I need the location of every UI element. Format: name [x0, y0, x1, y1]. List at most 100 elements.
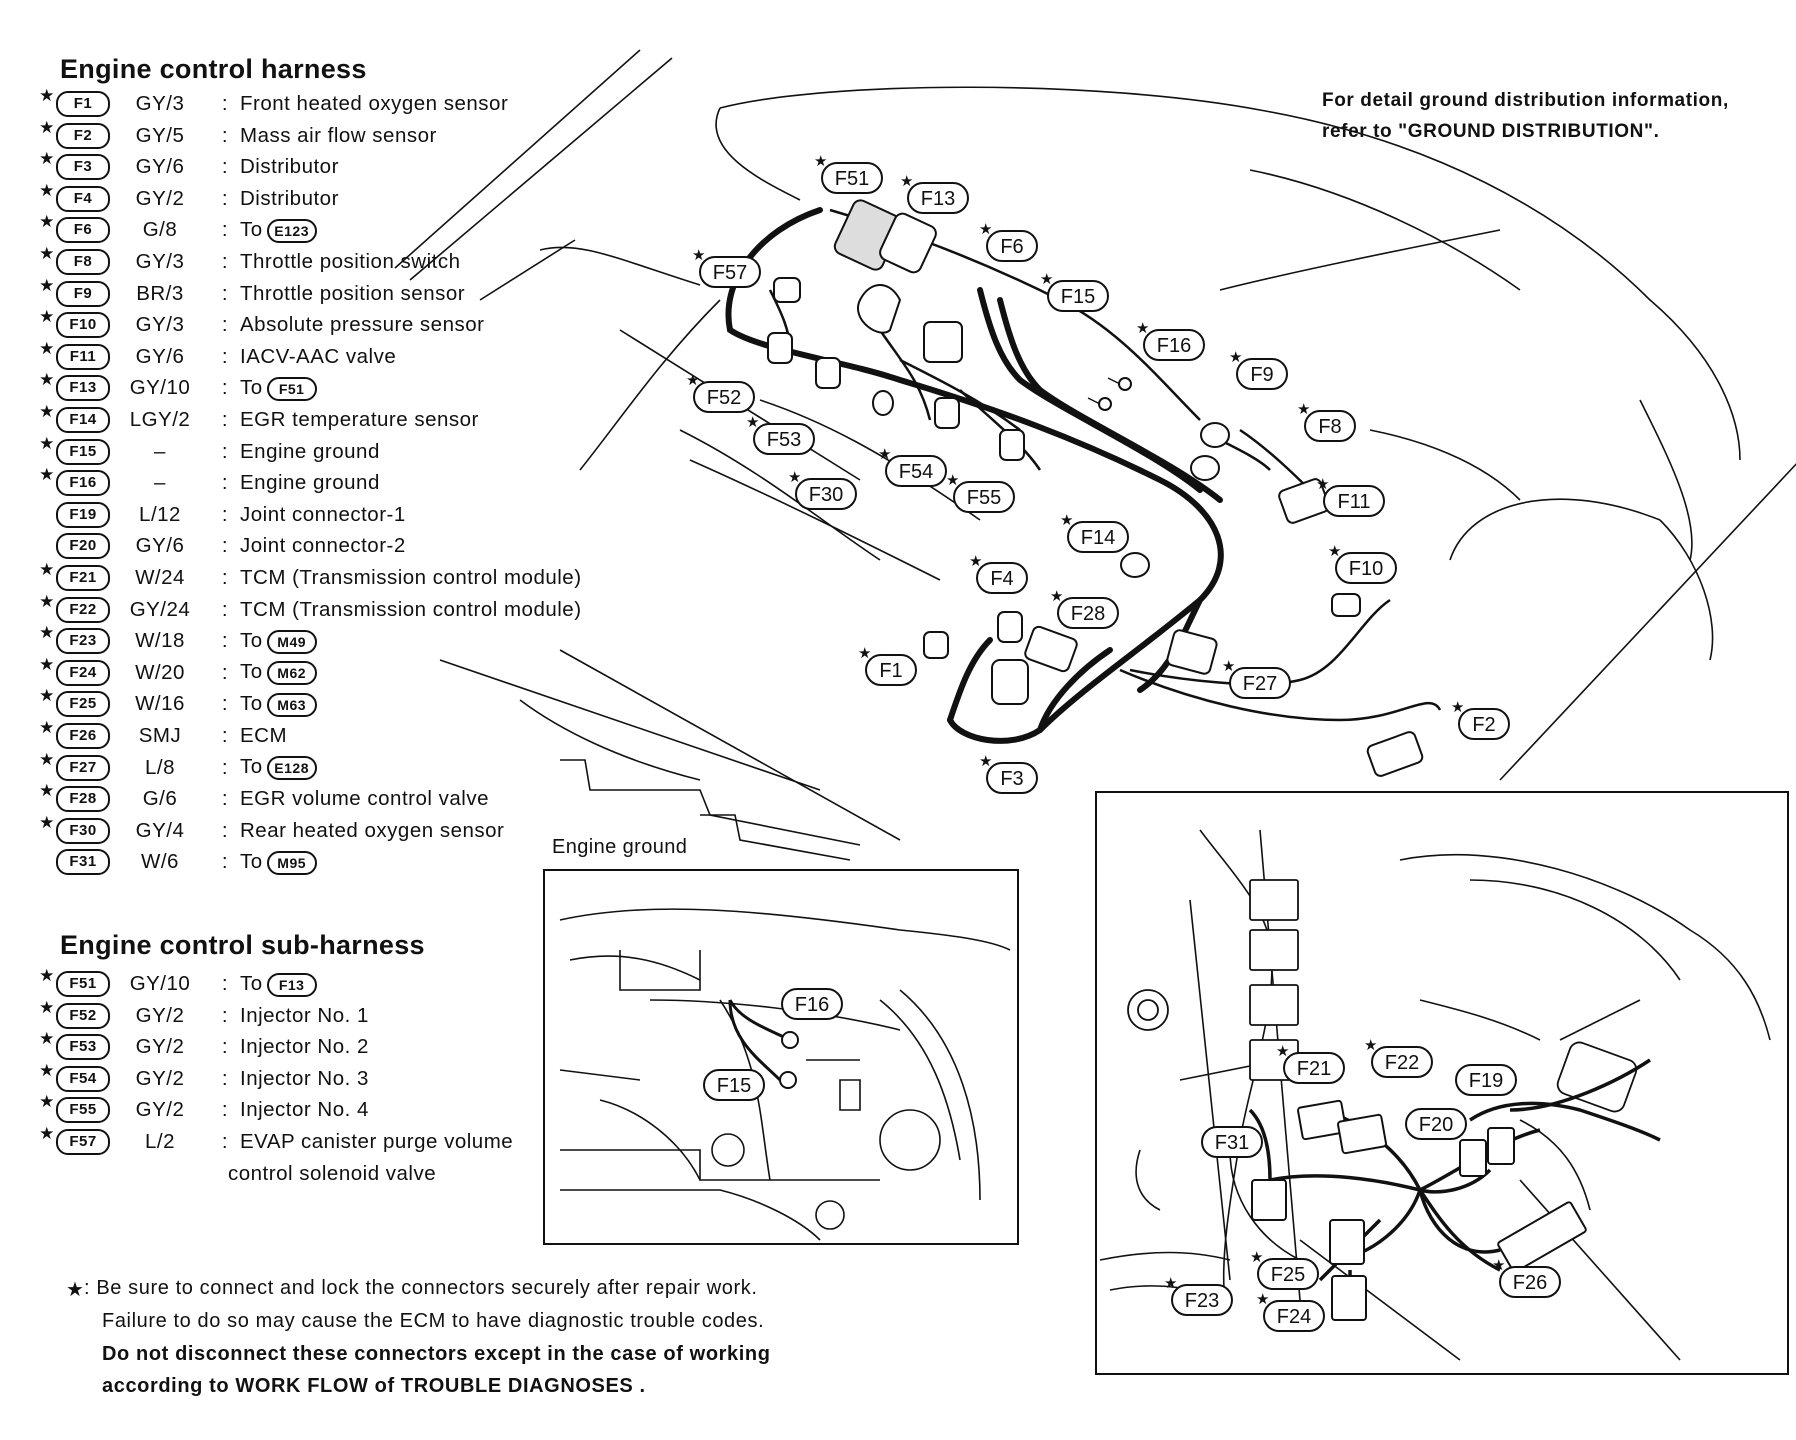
callout-f14: F14★ [1060, 512, 1129, 553]
service-star-icon: ★ [692, 247, 705, 264]
service-star-icon: ★ [39, 117, 55, 137]
connector-type: W/6 [141, 850, 179, 874]
connector-type: GY/3 [135, 92, 185, 115]
ground-note-line2: refer to "GROUND DISTRIBUTION". [1322, 121, 1660, 142]
callout-f13: F13★ [900, 173, 969, 214]
service-star-icon: ★ [1136, 320, 1149, 337]
connector-id: F31 [56, 849, 110, 876]
row-colon: : [221, 218, 229, 242]
row-colon: : [221, 313, 229, 337]
service-star-icon: ★ [39, 465, 55, 485]
connector-id: F4 [56, 185, 110, 212]
row-colon: : [221, 1003, 229, 1027]
connector-description: Throttle position sensor [240, 281, 466, 305]
connector-id: F24 [56, 659, 110, 686]
connector-id: F20 [56, 533, 110, 560]
callout-f6: F6 ★ [979, 221, 1038, 262]
svg-text:F20: F20 [1419, 1114, 1453, 1136]
service-star-icon: ★ [39, 966, 55, 985]
service-star-icon: ★ [1222, 658, 1235, 675]
svg-text:F15: F15 [1061, 286, 1095, 308]
service-star-icon: ★ [979, 753, 992, 770]
connector-type: G/6 [142, 787, 178, 811]
service-star-icon: ★ [39, 718, 55, 737]
dash-callout-f19: F19 [1455, 1064, 1517, 1096]
dash-callout-f21: F21★ [1276, 1043, 1345, 1084]
service-star-icon: ★ [39, 370, 55, 390]
service-star-icon: ★ [39, 244, 55, 263]
ground-callout-f16: F16 [781, 988, 843, 1020]
service-star-icon: ★ [39, 275, 55, 295]
footnote-line1: : Be sure to connect and lock the connec… [84, 1277, 758, 1299]
service-star-icon: ★ [39, 749, 55, 769]
connector-description: Throttle position switch [240, 250, 461, 273]
dash-callout-f23: F23★ [1164, 1275, 1233, 1316]
mating-connector-id: E123 [266, 218, 317, 243]
svg-text:F21: F21 [1297, 1058, 1331, 1080]
ground-note-line1: For detail ground distribution informati… [1322, 90, 1729, 111]
row-colon: : [221, 92, 229, 115]
svg-text:F16: F16 [1157, 335, 1191, 357]
service-star-icon: ★ [814, 153, 827, 170]
svg-text:F53: F53 [767, 429, 801, 451]
svg-text:F25: F25 [1271, 1264, 1305, 1286]
service-star-icon: ★ [1164, 1275, 1177, 1292]
mating-connector-id: F13 [266, 972, 317, 997]
mating-connector-id: M95 [266, 850, 317, 875]
service-star-icon: ★ [1256, 1291, 1269, 1308]
service-star-icon: ★ [39, 1124, 55, 1143]
connector-type: GY/2 [135, 1098, 185, 1122]
connector-description: TCM (Transmission control module) [240, 597, 582, 621]
svg-text:F30: F30 [809, 484, 843, 506]
connector-type: L/2 [145, 1130, 175, 1153]
svg-text:F57: F57 [713, 262, 747, 284]
row-colon: : [221, 1098, 229, 1122]
row-colon: : [221, 692, 229, 716]
connector-id: F13 [56, 375, 110, 402]
service-star-icon: ★ [39, 997, 55, 1017]
harness-row-f16: ★F16–:Engine ground [38, 465, 380, 498]
connector-id: F10 [56, 312, 110, 339]
connector-type: GY/6 [135, 534, 185, 558]
harness-row-f15: ★F15–:Engine ground [38, 434, 380, 467]
connector-type: GY/4 [135, 818, 185, 842]
callout-f28: F28★ [1050, 588, 1119, 629]
callout-f57: F57 ★ [692, 247, 761, 288]
connector-type: W/24 [135, 566, 185, 589]
row-colon: : [221, 1130, 229, 1153]
service-star-icon: ★ [1328, 543, 1341, 560]
connector-id: F51 [56, 971, 110, 997]
callout-f27: F27★ [1222, 658, 1291, 699]
sub-harness-title: Engine control sub-harness [60, 930, 425, 960]
connector-description: Injector No. 1 [240, 1003, 369, 1027]
connector-id: F3 [56, 154, 110, 181]
connector-type: W/20 [135, 660, 185, 684]
row-colon: : [221, 502, 229, 526]
service-star-icon: ★ [39, 654, 55, 674]
svg-text:F24: F24 [1277, 1306, 1311, 1328]
callout-f8: F8★ [1297, 401, 1356, 442]
service-star-icon: ★ [946, 472, 959, 489]
row-colon: : [221, 724, 229, 747]
service-star-icon: ★ [979, 221, 992, 238]
svg-text:F6: F6 [1000, 236, 1023, 258]
ground-callout-f15: F15 [703, 1069, 765, 1101]
callout-f55: F55★ [946, 472, 1015, 513]
dash-callout-f24: F24 ★ [1256, 1291, 1325, 1332]
service-star-icon: ★ [39, 338, 55, 358]
connector-description: Injector No. 4 [240, 1098, 369, 1122]
callout-f54: F54★ [878, 446, 947, 487]
service-star-icon: ★ [39, 212, 55, 232]
service-star-icon: ★ [1451, 699, 1464, 716]
